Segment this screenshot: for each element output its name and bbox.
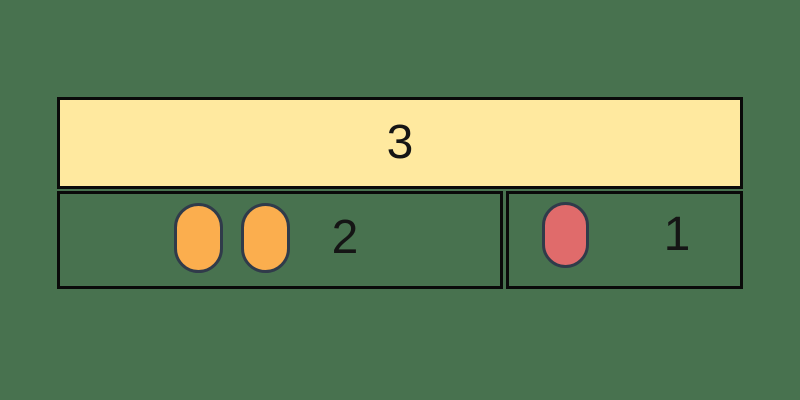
part-two-value-label: 2 [331, 211, 359, 264]
red-counter-icon [542, 202, 589, 268]
whole-value-label: 3 [386, 116, 414, 169]
bar-model-part-one-cell: 1 [506, 191, 743, 289]
orange-counter-icon [174, 203, 223, 273]
bar-model-whole-bar: 3 [57, 97, 743, 189]
orange-counter-icon [241, 203, 290, 273]
bar-model-part-two-cell: 2 [57, 191, 503, 289]
part-one-value-label: 1 [663, 208, 691, 261]
